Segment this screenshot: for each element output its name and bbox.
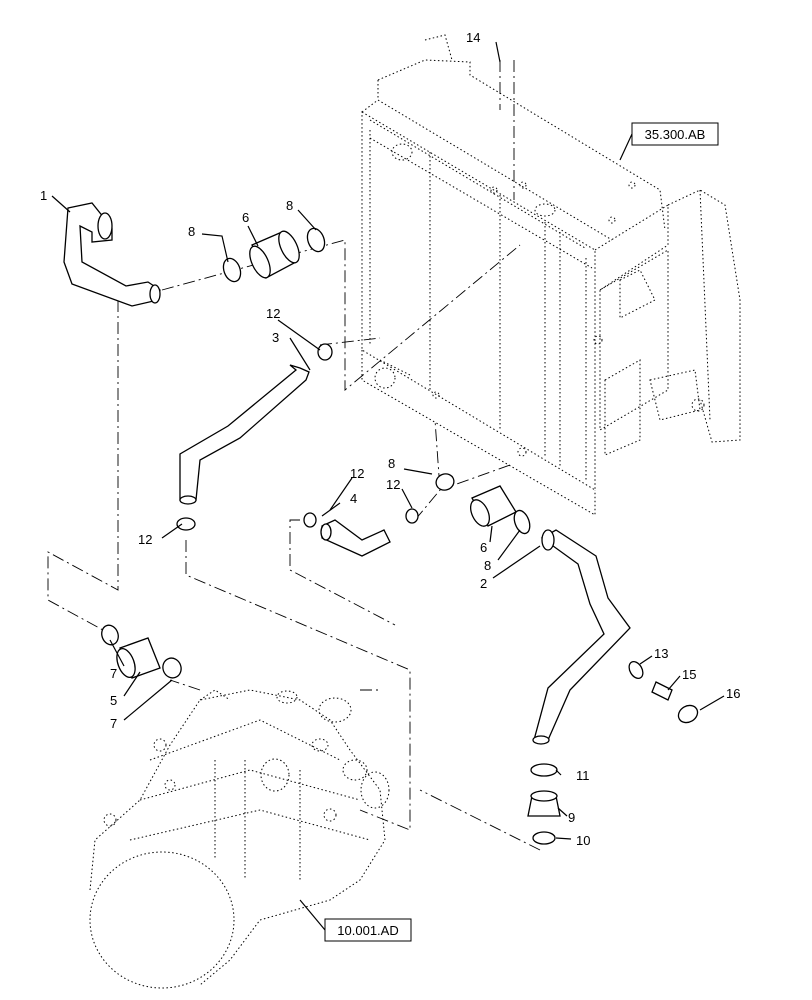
lower-hose-3: [179, 364, 310, 501]
callout-6b: 6: [480, 540, 487, 555]
hose-clamp-8c: [435, 473, 455, 491]
callout-16: 16: [726, 686, 740, 701]
hose-clamp-12d: [405, 508, 419, 524]
bypass-hose-4: [321, 519, 391, 557]
hose-clamp-11: [530, 763, 558, 777]
callout-10: 10: [576, 833, 590, 848]
sensor-15: [651, 681, 673, 701]
callout-2: 2: [480, 576, 487, 591]
radiator-assembly: [361, 34, 741, 516]
callout-4: 4: [350, 491, 357, 506]
hose-clamp-7a: [101, 624, 119, 646]
ring-16: [677, 704, 699, 724]
callout-15: 15: [682, 667, 696, 682]
callout-7b: 7: [110, 716, 117, 731]
callout-8b: 8: [286, 198, 293, 213]
callout-13: 13: [654, 646, 668, 661]
callout-7a: 7: [110, 666, 117, 681]
callout-5: 5: [110, 693, 117, 708]
reference-radiator[interactable]: 35.300.AB: [631, 122, 719, 146]
hose-clamp-7b: [162, 657, 182, 679]
callout-8a: 8: [188, 224, 195, 239]
reference-engine[interactable]: 10.001.AD: [324, 918, 412, 942]
engine-assembly: [89, 689, 390, 989]
callout-8d: 8: [484, 558, 491, 573]
hose-clamp-12c: [303, 512, 317, 528]
hose-clamp-10: [532, 831, 556, 845]
reference-engine-label: 10.001.AD: [337, 923, 398, 938]
callout-8c: 8: [388, 456, 395, 471]
hose-clamp-8a: [222, 257, 242, 283]
hose-clamp-8d: [513, 509, 531, 535]
routing-lines: [47, 60, 541, 851]
hose-clamp-12a: [317, 343, 333, 361]
seal-13: [628, 660, 644, 680]
callout-12c: 12: [350, 466, 364, 481]
callout-12d: 12: [386, 477, 400, 492]
callout-12b: 12: [138, 532, 152, 547]
callout-1: 1: [40, 188, 47, 203]
callout-6a: 6: [242, 210, 249, 225]
upper-radiator-hose: [63, 202, 161, 307]
parts: [63, 202, 699, 845]
lower-radiator-hose-2: [533, 529, 631, 741]
callout-14: 14: [466, 30, 480, 45]
callout-11: 11: [576, 768, 590, 783]
callout-9: 9: [568, 810, 575, 825]
callout-12a: 12: [266, 306, 280, 321]
hose-clamp-8b: [306, 227, 326, 253]
callout-3: 3: [272, 330, 279, 345]
reference-radiator-label: 35.300.AB: [645, 127, 706, 142]
leader-lines: [51, 41, 725, 931]
callouts: 1 8 6 8 12 3 12 8 12 4 12 6 8 2 7 5 7 13…: [40, 30, 740, 848]
hose-clamp-12b: [176, 517, 196, 531]
